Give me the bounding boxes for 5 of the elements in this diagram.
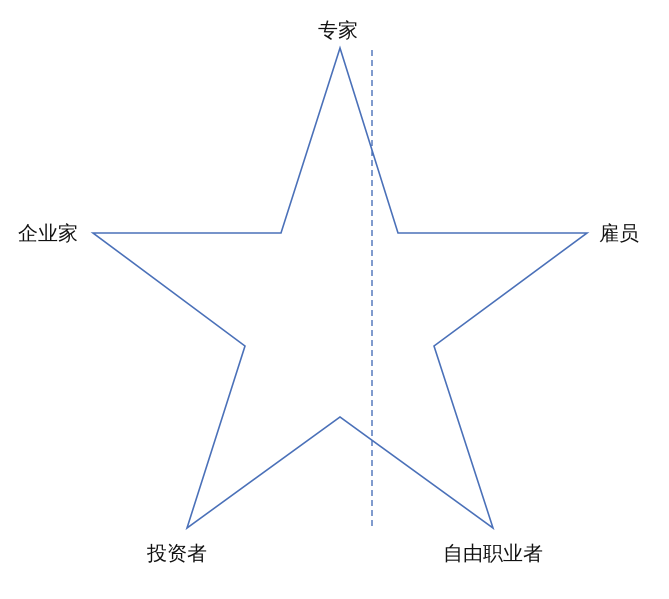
point-label: 专家 [318,18,358,42]
point-label: 企业家 [18,221,78,245]
point-label: 雇员 [599,221,639,245]
point-label: 自由职业者 [443,541,543,565]
point-label: 投资者 [147,541,207,565]
